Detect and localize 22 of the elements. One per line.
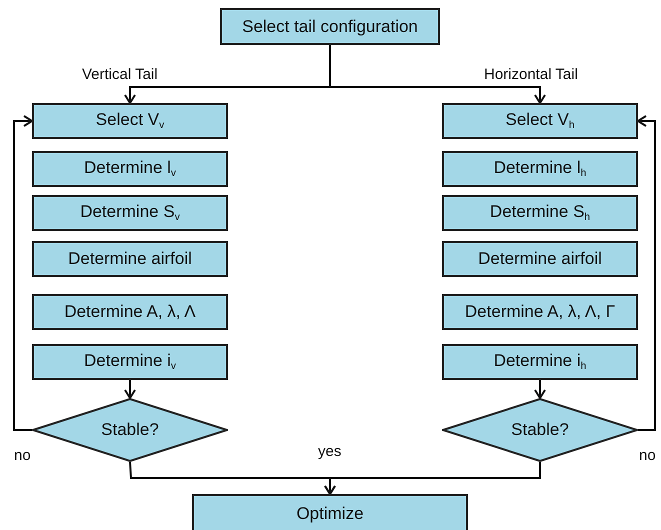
process-box: Optimize [192,494,468,530]
process-box: Select tail configuration [220,8,440,45]
process-box: Select V$_{v}$ [32,103,228,139]
process-box: Determine S$_{h}$ [442,195,638,231]
arrow [637,115,656,431]
decision-diamond: Stable? [32,398,228,462]
process-box: Determine l$_{v}$ [32,151,228,187]
arrow [124,380,136,399]
process-box: Determine i$_{h}$ [442,344,638,380]
process-box: Select V$_{h}$ [442,103,638,139]
process-box: Determine A, λ, Λ, Γ [442,294,638,330]
arrow [534,380,546,399]
decision-diamond: Stable? [442,398,638,462]
arrow [329,45,546,104]
process-box: Determine airfoil [32,241,228,277]
process-box: Determine l$_{h}$ [442,151,638,187]
process-box: Determine airfoil [442,241,638,277]
arrow [324,462,541,495]
arrow [13,115,33,431]
process-box: Determine i$_{v}$ [32,344,228,380]
process-box: Determine S$_{v}$ [32,195,228,231]
process-box: Determine A, λ, Λ [32,294,228,330]
